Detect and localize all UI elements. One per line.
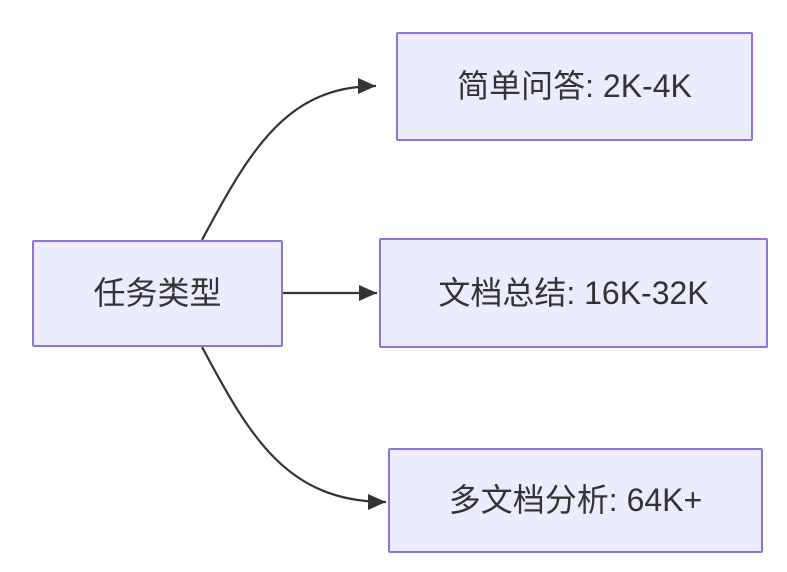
node-simple-qa: 简单问答: 2K-4K [396, 32, 753, 141]
edge-root-to-multi-doc-analysis [201, 346, 387, 510]
node-task-type: 任务类型 [32, 240, 283, 347]
node-multi-doc-analysis-label: 多文档分析: 64K+ [448, 482, 703, 519]
node-simple-qa-label: 简单问答: 2K-4K [457, 68, 692, 105]
edge-root-to-simple-qa [201, 78, 377, 241]
node-multi-doc-analysis: 多文档分析: 64K+ [388, 448, 763, 553]
node-doc-summary-label: 文档总结: 16K-32K [438, 274, 709, 311]
node-doc-summary: 文档总结: 16K-32K [379, 238, 768, 348]
node-task-type-label: 任务类型 [93, 275, 222, 312]
